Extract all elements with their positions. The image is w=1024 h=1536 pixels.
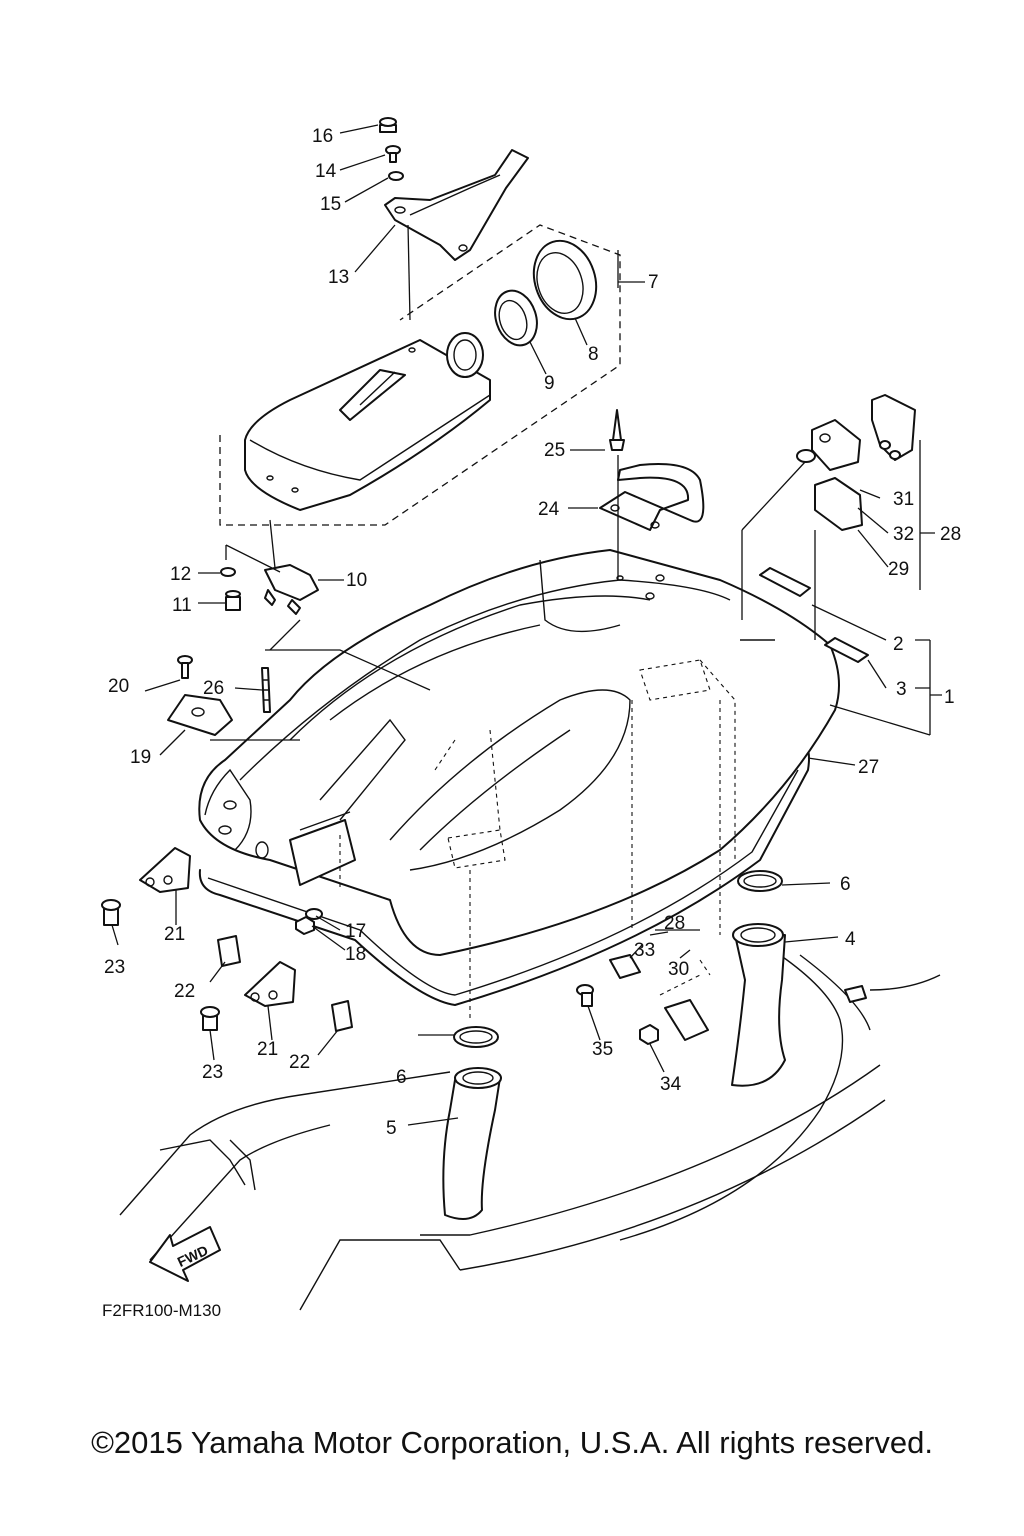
hull-deck: [119, 954, 941, 1311]
callout-29: 29: [888, 559, 909, 580]
shim-22-left: [217, 935, 241, 967]
callout-23-center: 23: [202, 1062, 223, 1083]
bracket-21-center: [244, 961, 296, 1007]
callout-9: 9: [544, 373, 555, 394]
seal-ring-8: [532, 239, 598, 321]
callout-6-left: 6: [396, 1067, 407, 1088]
callout-35: 35: [592, 1039, 613, 1060]
hose-4: [731, 923, 786, 1087]
callout-1: 1: [944, 687, 955, 708]
engine-hatch-cover: [198, 549, 840, 956]
nut-18: [295, 916, 315, 935]
callout-14: 14: [315, 161, 337, 182]
hose-clamp-6: [453, 870, 783, 1048]
callout-18: 18: [345, 944, 366, 965]
callout-28-lower: 28: [664, 913, 685, 934]
bracket-10: [264, 564, 319, 615]
leader-lines: [111, 124, 942, 1126]
pad-3: [824, 637, 869, 663]
callout-20: 20: [108, 676, 129, 697]
grip-24: [599, 463, 705, 531]
bracket-21-left: [139, 847, 191, 893]
shim-22-center: [331, 1000, 353, 1032]
bolt-23-center: [200, 1006, 220, 1031]
copyright-notice: ©2015 Yamaha Motor Corporation, U.S.A. A…: [91, 1425, 933, 1460]
callout-26: 26: [203, 678, 224, 699]
bracket-13: [384, 149, 529, 261]
drawing-code: F2FR100-M130: [102, 1301, 221, 1320]
callout-33: 33: [634, 940, 655, 961]
callout-22-center: 22: [289, 1052, 310, 1073]
pad-2: [759, 567, 811, 597]
callout-4: 4: [845, 929, 856, 950]
callout-19: 19: [130, 747, 151, 768]
callout-16: 16: [312, 126, 333, 147]
strap-26: [261, 667, 271, 713]
shim-32: [796, 449, 816, 463]
callout-10: 10: [346, 570, 367, 591]
hinge-31: [811, 419, 861, 471]
clip-19: [167, 694, 233, 736]
callout-12: 12: [170, 564, 191, 585]
callout-5: 5: [386, 1118, 397, 1139]
bolt-23-left: [101, 899, 121, 926]
callout-22-left: 22: [174, 981, 195, 1002]
callout-6-right: 6: [840, 874, 851, 895]
shim-33: [609, 954, 641, 979]
screw-14: [385, 145, 401, 163]
callout-34: 34: [660, 1074, 682, 1095]
bolt-35: [576, 984, 594, 1007]
callout-21-center: 21: [257, 1039, 278, 1060]
callout-2: 2: [893, 634, 904, 655]
bolt-11: [225, 590, 241, 611]
callout-7: 7: [648, 272, 659, 293]
hinge-bracket-28: [871, 394, 916, 461]
hose-5: [442, 1067, 502, 1220]
callout-21-left: 21: [164, 924, 185, 945]
plate-29: [814, 477, 863, 531]
nut-34: [639, 1024, 659, 1045]
callout-17: 17: [345, 921, 366, 942]
callout-11: 11: [172, 595, 192, 616]
screw-20: [177, 655, 193, 679]
callout-32: 32: [893, 524, 914, 545]
callout-24: 24: [538, 499, 560, 520]
callout-23-left: 23: [104, 957, 125, 978]
callout-27: 27: [858, 757, 879, 778]
callout-31: 31: [893, 489, 914, 510]
callout-3: 3: [896, 679, 907, 700]
cap-16: [379, 117, 397, 133]
callout-15: 15: [320, 194, 341, 215]
washer-15: [388, 171, 404, 181]
callout-numbers: 16 14 15 13 7 8 9 25 24 31 32 28 29 10 1…: [104, 126, 961, 1139]
callout-25: 25: [544, 440, 565, 461]
plate-30: [664, 999, 709, 1041]
callout-28-top: 28: [940, 524, 961, 545]
rivet-25: [609, 409, 625, 451]
callout-13: 13: [328, 267, 349, 288]
seal-ring-9: [494, 289, 538, 347]
fwd-arrow-icon: FWD: [149, 1226, 221, 1282]
washer-12: [220, 567, 236, 577]
callout-8: 8: [588, 344, 599, 365]
airbox-assembly: [219, 224, 621, 526]
callout-30: 30: [668, 959, 689, 980]
